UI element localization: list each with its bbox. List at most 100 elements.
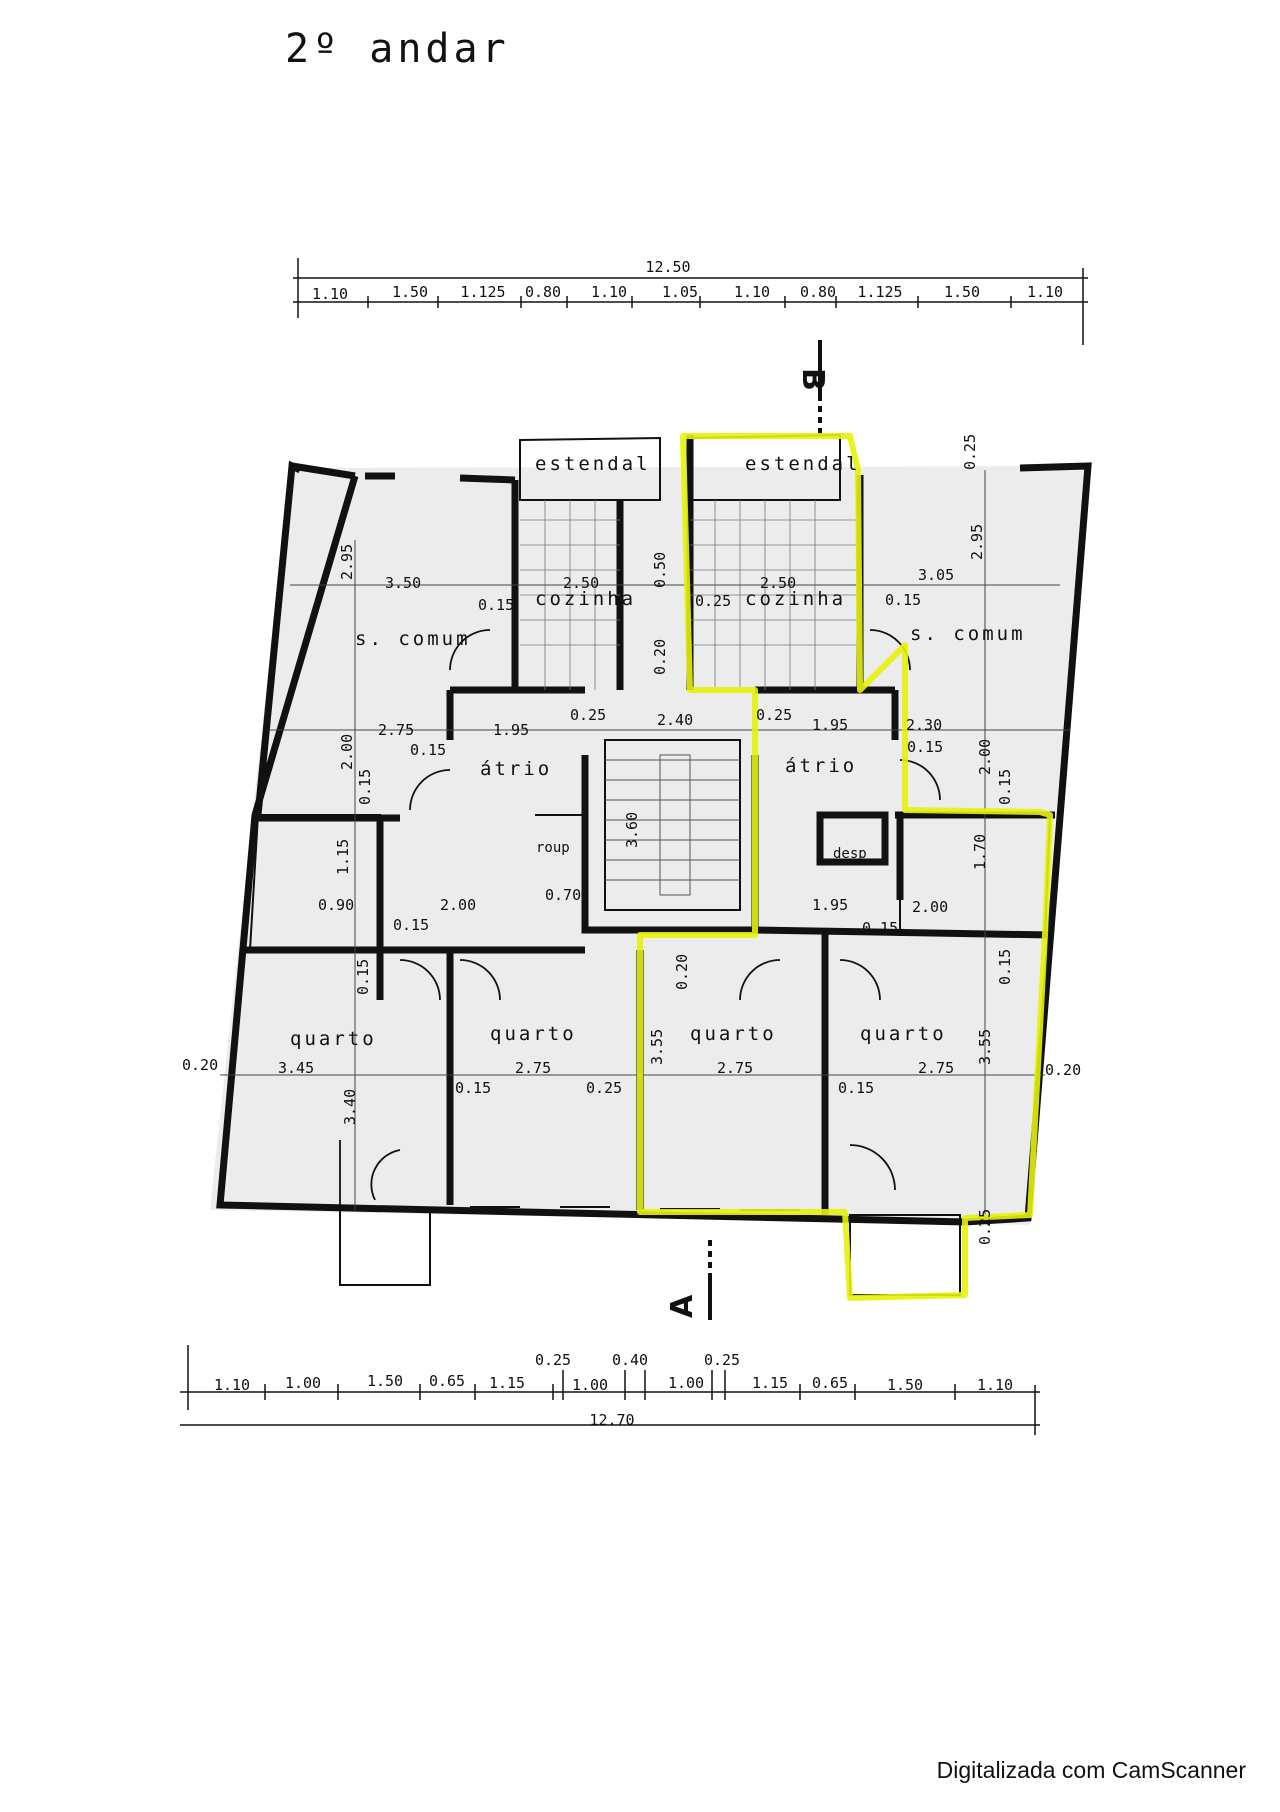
bottom-dim-11: 1.10 bbox=[977, 1376, 1013, 1394]
top-dim-6: 1.05 bbox=[662, 283, 698, 301]
bottom-dim-8: 1.15 bbox=[752, 1374, 788, 1392]
dim-020-right: 0.20 bbox=[1045, 1061, 1081, 1079]
dim-020-left: 0.20 bbox=[182, 1056, 218, 1074]
top-total-dim: 12.50 bbox=[645, 258, 690, 276]
top-dim-1: 1.10 bbox=[312, 285, 348, 303]
dim-015-c: 0.15 bbox=[410, 741, 446, 759]
dim-195-b: 1.95 bbox=[812, 716, 848, 734]
dim-020-c: 0.20 bbox=[673, 954, 691, 990]
dim-015-i: 0.15 bbox=[354, 959, 372, 995]
top-dim-9: 1.125 bbox=[857, 283, 902, 301]
dim-360: 3.60 bbox=[623, 812, 641, 848]
room-quarto-4: quarto bbox=[860, 1023, 947, 1045]
room-sala-comum-right: s. comum bbox=[910, 623, 1026, 645]
dim-355-a: 3.55 bbox=[648, 1029, 666, 1065]
dim-240: 2.40 bbox=[657, 711, 693, 729]
bottom-total-dim: 12.70 bbox=[589, 1411, 634, 1429]
bottom-dim-10: 1.50 bbox=[887, 1376, 923, 1394]
dim-200-c: 2.00 bbox=[440, 896, 476, 914]
dim-200-a: 2.00 bbox=[338, 734, 356, 770]
dim-015-a: 0.15 bbox=[478, 596, 514, 614]
bottom-upper-dim-1: 0.25 bbox=[535, 1351, 571, 1369]
top-dim-10: 1.50 bbox=[944, 283, 980, 301]
room-despensa: desp bbox=[833, 846, 867, 862]
dim-015-h: 0.15 bbox=[862, 919, 898, 937]
top-dim-3: 1.125 bbox=[460, 283, 505, 301]
dim-295-left: 2.95 bbox=[338, 544, 356, 580]
dim-200-d: 2.00 bbox=[912, 898, 948, 916]
bottom-upper-dim-3: 0.25 bbox=[704, 1351, 740, 1369]
dim-275-d: 2.75 bbox=[918, 1059, 954, 1077]
bottom-dim-3: 1.50 bbox=[367, 1372, 403, 1390]
room-cozinha-left: cozinha bbox=[535, 588, 636, 610]
bottom-dimension-chain: 1.10 1.00 1.50 0.65 1.15 1.00 1.00 1.15 … bbox=[180, 1345, 1040, 1435]
dim-295-right: 2.95 bbox=[968, 524, 986, 560]
dim-350: 3.50 bbox=[385, 574, 421, 592]
bottom-dim-1: 1.10 bbox=[214, 1376, 250, 1394]
top-dim-11: 1.10 bbox=[1027, 283, 1063, 301]
dim-015-b: 0.15 bbox=[885, 591, 921, 609]
dim-015-k: 0.15 bbox=[455, 1079, 491, 1097]
top-dim-5: 1.10 bbox=[591, 283, 627, 301]
dim-015-l: 0.15 bbox=[838, 1079, 874, 1097]
room-quarto-3: quarto bbox=[690, 1023, 777, 1045]
top-dim-4: 0.80 bbox=[525, 283, 561, 301]
room-atrio-left: átrio bbox=[480, 758, 552, 780]
top-dim-8: 0.80 bbox=[800, 283, 836, 301]
room-roupeiro: roup bbox=[536, 840, 570, 856]
dim-025-b: 0.25 bbox=[756, 706, 792, 724]
dim-250-left: 2.50 bbox=[563, 574, 599, 592]
room-atrio-right: átrio bbox=[785, 755, 857, 777]
dim-015-j: 0.15 bbox=[996, 949, 1014, 985]
dim-355-b: 3.55 bbox=[976, 1029, 994, 1065]
highlighted-apartment-outline bbox=[637, 433, 1053, 1301]
dim-305: 3.05 bbox=[918, 566, 954, 584]
section-b-label: B bbox=[795, 368, 830, 391]
dim-025-k: 0.25 bbox=[695, 592, 731, 610]
dim-345: 3.45 bbox=[278, 1059, 314, 1077]
dim-115: 1.15 bbox=[334, 839, 352, 875]
room-dimensions: 2.95 3.50 0.15 2.50 0.50 0.20 2.50 0.25 … bbox=[182, 434, 1081, 1245]
room-estendal-left: estendal bbox=[535, 453, 651, 475]
top-dim-2: 1.50 bbox=[392, 283, 428, 301]
dim-025-d: 0.25 bbox=[976, 1209, 994, 1245]
room-estendal-right: estendal bbox=[745, 453, 861, 475]
room-quarto-2: quarto bbox=[490, 1023, 577, 1045]
scanner-watermark-text: Digitalizada com CamScanner bbox=[936, 1757, 1246, 1783]
dim-015-e: 0.15 bbox=[996, 769, 1014, 805]
dim-275-c: 2.75 bbox=[717, 1059, 753, 1077]
dim-015-d: 0.15 bbox=[907, 738, 943, 756]
dim-170: 1.70 bbox=[971, 834, 989, 870]
bottom-dim-4: 0.65 bbox=[429, 1372, 465, 1390]
dim-230: 2.30 bbox=[906, 716, 942, 734]
dim-025-top: 0.25 bbox=[961, 434, 979, 470]
section-a-marker: A bbox=[665, 1240, 712, 1320]
dim-050: 0.50 bbox=[651, 552, 669, 588]
dim-340: 3.40 bbox=[341, 1089, 359, 1125]
bottom-dim-7: 1.00 bbox=[668, 1374, 704, 1392]
floor-title: 2º andar bbox=[285, 26, 510, 72]
dim-200-b: 2.00 bbox=[976, 739, 994, 775]
room-sala-comum-left: s. comum bbox=[355, 628, 471, 650]
dim-015-g: 0.15 bbox=[393, 916, 429, 934]
room-labels: estendal estendal cozinha cozinha s. com… bbox=[290, 453, 1026, 1050]
top-dim-7: 1.10 bbox=[734, 283, 770, 301]
dim-195-c: 1.95 bbox=[812, 896, 848, 914]
dim-025-c: 0.25 bbox=[586, 1079, 622, 1097]
dim-195-a: 1.95 bbox=[493, 721, 529, 739]
bottom-dim-6: 1.00 bbox=[572, 1376, 608, 1394]
bottom-dim-9: 0.65 bbox=[812, 1374, 848, 1392]
dim-090: 0.90 bbox=[318, 896, 354, 914]
dim-275-a: 2.75 bbox=[378, 721, 414, 739]
dim-020-v: 0.20 bbox=[651, 639, 669, 675]
section-a-label: A bbox=[665, 1294, 700, 1318]
dim-015-f: 0.15 bbox=[356, 769, 374, 805]
bottom-dim-2: 1.00 bbox=[285, 1374, 321, 1392]
dim-250-right: 2.50 bbox=[760, 574, 796, 592]
bottom-dim-5: 1.15 bbox=[489, 1374, 525, 1392]
bottom-upper-dim-2: 0.40 bbox=[612, 1351, 648, 1369]
room-quarto-1: quarto bbox=[290, 1028, 377, 1050]
dim-275-b: 2.75 bbox=[515, 1059, 551, 1077]
top-dimension-chain: 12.50 1.10 1.50 1.125 0.80 1.10 1.05 1.1… bbox=[293, 258, 1088, 345]
